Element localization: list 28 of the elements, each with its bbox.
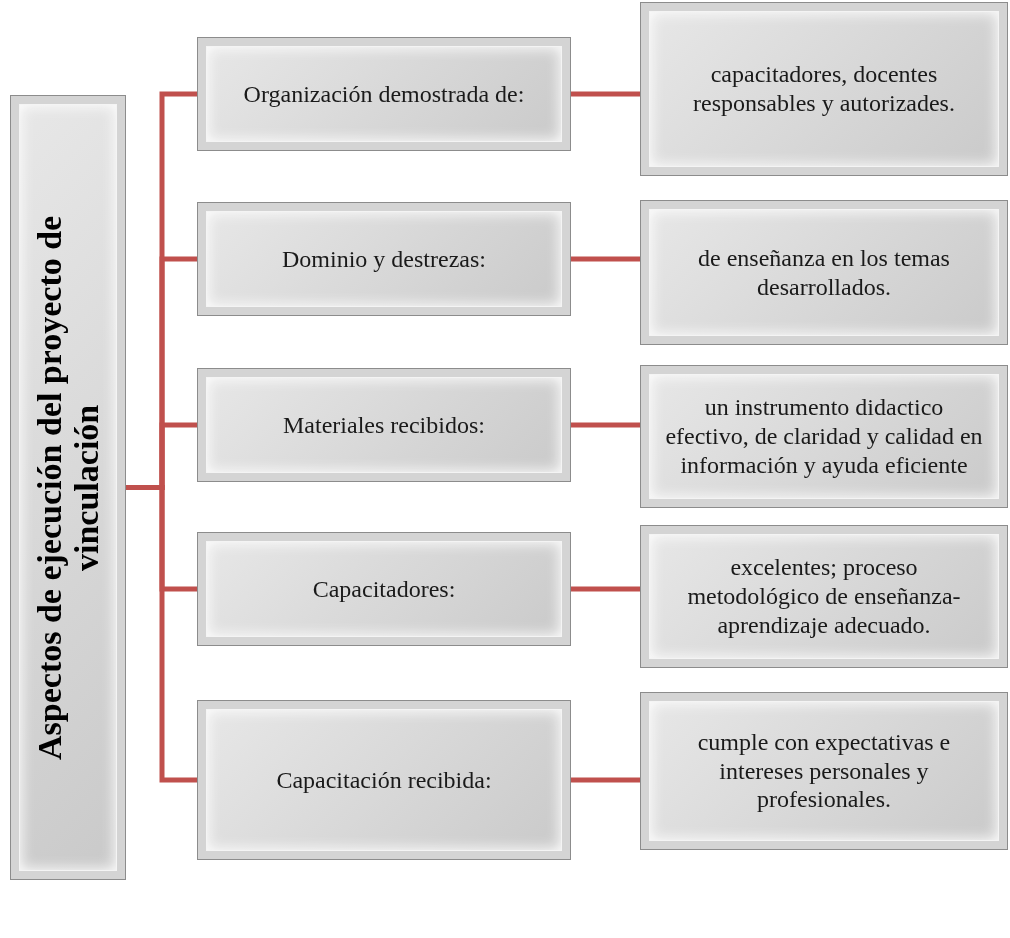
box-text: Capacitadores: bbox=[311, 574, 457, 604]
box-text: cumple con expectativas e intereses personales y profesionales. bbox=[696, 727, 952, 815]
box-text: Organización demostrada de: bbox=[242, 79, 526, 109]
connector-line bbox=[126, 485, 197, 783]
text-box bbox=[197, 37, 571, 151]
connector-line bbox=[571, 777, 640, 783]
text-box bbox=[640, 200, 1008, 345]
connector-line bbox=[571, 422, 640, 428]
box-text: Materiales recibidos: bbox=[282, 410, 486, 440]
title-text: Aspectos de ejecución del proyecto de vinculación bbox=[30, 214, 106, 762]
text-box bbox=[640, 2, 1008, 176]
box-text: Capacitación recibida: bbox=[275, 765, 493, 795]
box-text: un instrumento didactico efectivo, de claridad y calidad en información y ayuda eficiente bbox=[664, 393, 984, 480]
text-box bbox=[640, 692, 1008, 850]
box-text: capacitadores, docentes responsables y autorizades. bbox=[692, 60, 956, 118]
title-box bbox=[10, 95, 126, 880]
box-text: excelentes; proceso metodológico de enseñanza-aprendizaje adecuado. bbox=[686, 553, 962, 640]
box-text: Dominio y destrezas: bbox=[281, 244, 487, 274]
text-box bbox=[197, 532, 571, 646]
connector-line bbox=[571, 256, 640, 262]
text-box bbox=[197, 700, 571, 860]
connector-line bbox=[571, 586, 640, 592]
text-box bbox=[197, 368, 571, 482]
box-text: de enseñanza en los temas desarrollados. bbox=[697, 243, 951, 302]
text-box bbox=[640, 365, 1008, 508]
text-box bbox=[197, 202, 571, 316]
text-box bbox=[640, 525, 1008, 668]
connector-line bbox=[571, 91, 640, 97]
